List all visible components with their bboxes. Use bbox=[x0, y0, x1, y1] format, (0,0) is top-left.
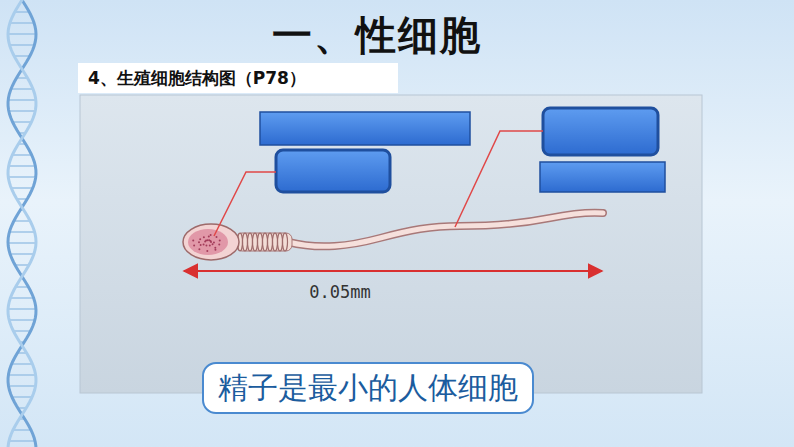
caption-box: 精子是最小的人体细胞 bbox=[202, 362, 534, 414]
helix-rung bbox=[14, 55, 30, 57]
helix-rung bbox=[8, 33, 36, 35]
nucleus-dot bbox=[214, 247, 216, 249]
helix-rung bbox=[9, 319, 35, 321]
helix-rung bbox=[12, 154, 31, 156]
nucleus-dot bbox=[203, 243, 205, 245]
nucleus-dot bbox=[205, 240, 207, 242]
coil-winding bbox=[278, 233, 283, 251]
helix-rung bbox=[11, 187, 33, 189]
coil-winding bbox=[268, 233, 273, 251]
nucleus-dot bbox=[198, 248, 200, 250]
helix-rung bbox=[9, 110, 35, 112]
coil-winding bbox=[283, 233, 288, 251]
answer-box bbox=[543, 108, 658, 155]
illustration-panel bbox=[80, 95, 702, 393]
nucleus-dot bbox=[210, 241, 212, 243]
answer-box bbox=[276, 150, 390, 192]
dimension-label: 0.05mm bbox=[309, 282, 370, 302]
helix-rung bbox=[8, 176, 35, 178]
helix-rung bbox=[15, 11, 30, 13]
nucleus-texture bbox=[192, 234, 220, 252]
nucleus-dot bbox=[199, 238, 201, 240]
helix-rung bbox=[8, 385, 35, 387]
dna-helix bbox=[8, 0, 36, 447]
helix-rung bbox=[11, 88, 33, 90]
answer-box bbox=[540, 162, 665, 192]
nucleus-dot bbox=[216, 236, 218, 238]
helix-rung bbox=[8, 374, 35, 376]
helix-rung bbox=[10, 297, 33, 299]
helix-rung bbox=[9, 165, 36, 167]
helix-rung bbox=[14, 220, 30, 222]
nucleus-dot bbox=[206, 250, 208, 252]
caption-text: 精子是最小的人体细胞 bbox=[218, 368, 518, 409]
sperm-tail bbox=[288, 213, 603, 247]
leader-line bbox=[214, 172, 276, 236]
nucleus-dot bbox=[209, 244, 211, 246]
nucleus-dot bbox=[198, 241, 200, 243]
helix-rung bbox=[15, 264, 29, 266]
section-heading-band: 4、生殖细胞结构图（P78） bbox=[78, 63, 398, 93]
dimension-arrow bbox=[184, 270, 602, 272]
helix-rung bbox=[8, 99, 36, 101]
sperm-tail bbox=[288, 213, 603, 247]
nucleus-dot bbox=[205, 244, 207, 246]
helix-rung bbox=[13, 429, 31, 431]
helix-rung bbox=[12, 396, 32, 398]
nucleus-dot bbox=[213, 241, 215, 243]
nucleus-dot bbox=[208, 236, 210, 238]
nucleus-dot bbox=[212, 243, 214, 245]
sperm-midpiece bbox=[236, 233, 292, 251]
coil-winding bbox=[243, 233, 248, 251]
sperm-head bbox=[183, 224, 239, 260]
nucleus-dot bbox=[204, 240, 206, 242]
slide-title: 一、性细胞 bbox=[272, 8, 482, 63]
helix-rung bbox=[10, 253, 34, 255]
nucleus-dot bbox=[218, 243, 220, 245]
heading-text: 4、生殖细胞结构图（P78） bbox=[88, 67, 306, 90]
nucleus-dot bbox=[219, 239, 221, 241]
helix-rung bbox=[13, 330, 30, 332]
nucleus-dot bbox=[192, 239, 194, 241]
helix-strand bbox=[8, 0, 36, 447]
sperm-nucleus bbox=[188, 229, 228, 255]
helix-rung bbox=[8, 242, 36, 244]
helix-rung bbox=[9, 231, 34, 233]
coil-winding bbox=[263, 233, 268, 251]
coil-winding bbox=[258, 233, 263, 251]
helix-rung bbox=[10, 22, 34, 24]
answer-box bbox=[260, 112, 470, 145]
helix-rung bbox=[10, 44, 35, 46]
nucleus-dot bbox=[203, 236, 205, 238]
helix-rung bbox=[13, 121, 32, 123]
helix-rung bbox=[8, 308, 36, 310]
helix-rung bbox=[12, 363, 33, 365]
helix-strand bbox=[8, 0, 36, 447]
nucleus-dot bbox=[214, 249, 216, 251]
nucleus-dot bbox=[210, 234, 212, 236]
leader-line bbox=[455, 131, 543, 227]
coil-winding bbox=[253, 233, 258, 251]
coil-winding bbox=[273, 233, 278, 251]
nucleus-dot bbox=[193, 244, 195, 246]
coil-winding bbox=[248, 233, 253, 251]
midpiece-coils bbox=[238, 233, 288, 251]
helix-rung bbox=[9, 440, 35, 442]
nucleus-dot bbox=[200, 244, 202, 246]
